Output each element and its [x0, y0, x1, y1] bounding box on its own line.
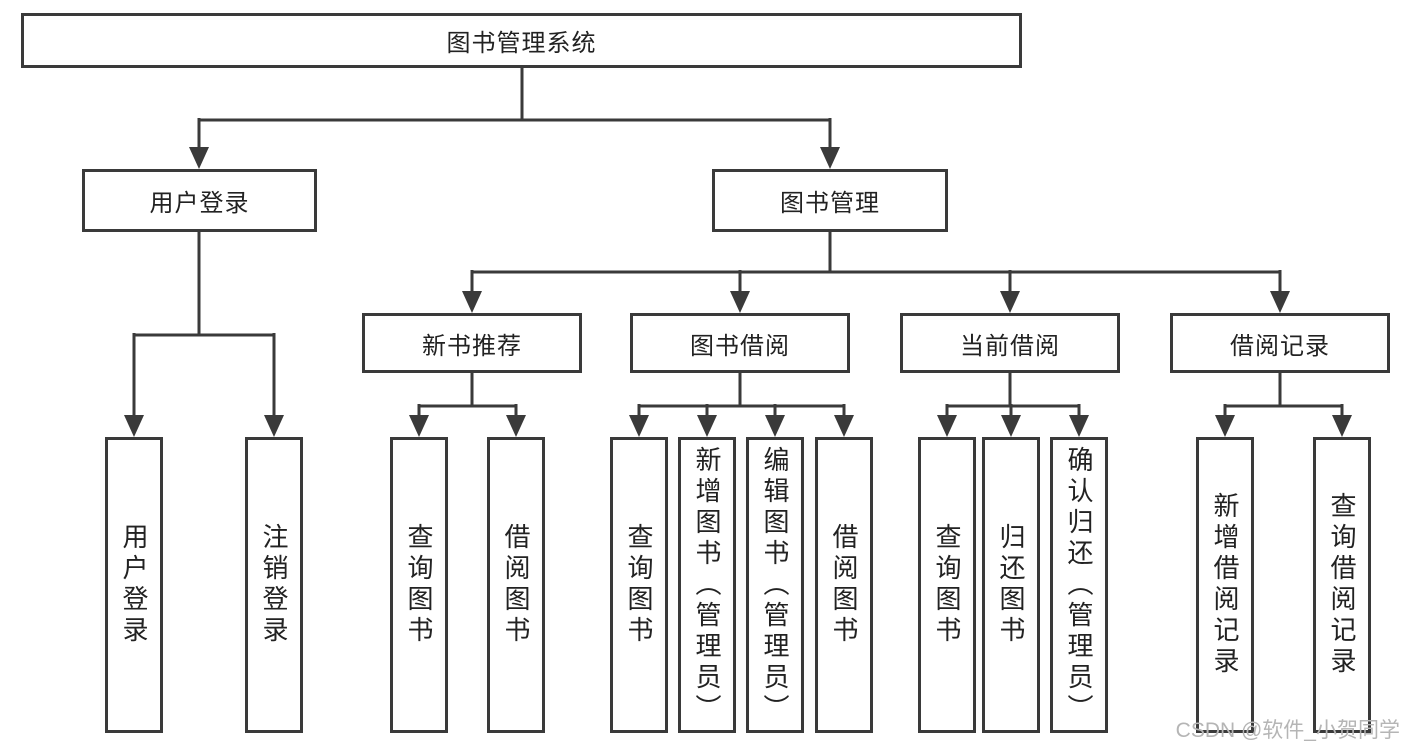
node-current-borrow: 当前借阅: [900, 313, 1120, 373]
leaf-borrow-edit-admin: 编辑图书（管理员）: [746, 437, 804, 733]
leaf-current-confirm-admin: 确认归还（管理员）: [1050, 437, 1108, 733]
leaf-records-query: 查询借阅记录: [1313, 437, 1371, 733]
connector-bookborrow-to-leaves: [637, 373, 846, 430]
leaf-newbooks-borrow-label: 借阅图书: [501, 523, 531, 647]
node-library-system: 图书管理系统: [21, 13, 1022, 68]
leaf-logout-label: 注销登录: [259, 523, 289, 647]
leaf-logout: 注销登录: [245, 437, 303, 733]
leaf-records-add-label: 新增借阅记录: [1210, 492, 1240, 678]
node-book-management: 图书管理: [712, 169, 948, 232]
leaf-borrow-borrow: 借阅图书: [815, 437, 873, 733]
leaf-current-query: 查询图书: [918, 437, 976, 733]
arrowhead: [1270, 291, 1290, 313]
leaf-newbooks-query: 查询图书: [390, 437, 448, 733]
arrowhead: [765, 415, 785, 437]
connector-newbooks-to-leaves: [417, 373, 518, 430]
node-book-borrow: 图书借阅: [630, 313, 850, 373]
csdn-watermark: CSDN @软件_小贺同学: [1175, 719, 1400, 742]
arrowhead: [1069, 415, 1089, 437]
leaf-current-confirm-admin-label: 确认归还（管理员）: [1064, 445, 1094, 725]
connector-root-to-level2: [197, 68, 832, 162]
arrowhead: [1000, 291, 1020, 313]
node-new-book-recommend-label: 新书推荐: [422, 332, 522, 360]
arrowhead: [697, 415, 717, 437]
arrowhead: [1332, 415, 1352, 437]
node-user-login-label: 用户登录: [149, 190, 250, 217]
arrowhead: [1215, 415, 1235, 437]
leaf-current-return-label: 归还图书: [996, 523, 1026, 647]
arrowheads: [124, 147, 1352, 437]
leaf-user-login: 用户登录: [105, 437, 163, 733]
arrowhead: [189, 147, 209, 169]
arrowhead: [937, 415, 957, 437]
leaf-newbooks-borrow: 借阅图书: [487, 437, 545, 733]
connector-bookmgmt-to-level3: [470, 232, 1282, 308]
leaf-newbooks-query-label: 查询图书: [404, 523, 434, 647]
leaf-records-query-label: 查询借阅记录: [1327, 492, 1357, 678]
arrowhead: [124, 415, 144, 437]
leaf-borrow-query-label: 查询图书: [624, 523, 654, 647]
arrowhead: [730, 291, 750, 313]
leaf-current-query-label: 查询图书: [932, 523, 962, 647]
leaf-borrow-add-admin: 新增图书（管理员）: [678, 437, 736, 733]
node-library-system-label: 图书管理系统: [446, 30, 597, 57]
node-new-book-recommend: 新书推荐: [362, 313, 582, 373]
node-borrow-records: 借阅记录: [1170, 313, 1390, 373]
arrowhead: [820, 147, 840, 169]
leaf-user-login-label: 用户登录: [119, 523, 149, 647]
leaf-borrow-edit-admin-label: 编辑图书（管理员）: [760, 445, 790, 725]
arrowhead: [264, 415, 284, 437]
node-borrow-records-label: 借阅记录: [1230, 332, 1330, 360]
leaf-records-add: 新增借阅记录: [1196, 437, 1254, 733]
node-book-management-label: 图书管理: [780, 190, 880, 217]
connector-userlogin-to-leaves: [132, 232, 276, 430]
leaf-borrow-query: 查询图书: [610, 437, 668, 733]
connector-borrowrecords-to-leaves: [1223, 373, 1344, 430]
arrowhead: [834, 415, 854, 437]
node-current-borrow-label: 当前借阅: [960, 332, 1060, 360]
leaf-borrow-borrow-label: 借阅图书: [829, 523, 859, 647]
node-user-login: 用户登录: [82, 169, 317, 232]
arrowhead: [506, 415, 526, 437]
arrowhead: [1001, 415, 1021, 437]
arrowhead: [409, 415, 429, 437]
node-book-borrow-label: 图书借阅: [690, 332, 790, 360]
arrowhead: [629, 415, 649, 437]
leaf-borrow-add-admin-label: 新增图书（管理员）: [692, 445, 722, 725]
arrowhead: [462, 291, 482, 313]
leaf-current-return: 归还图书: [982, 437, 1040, 733]
